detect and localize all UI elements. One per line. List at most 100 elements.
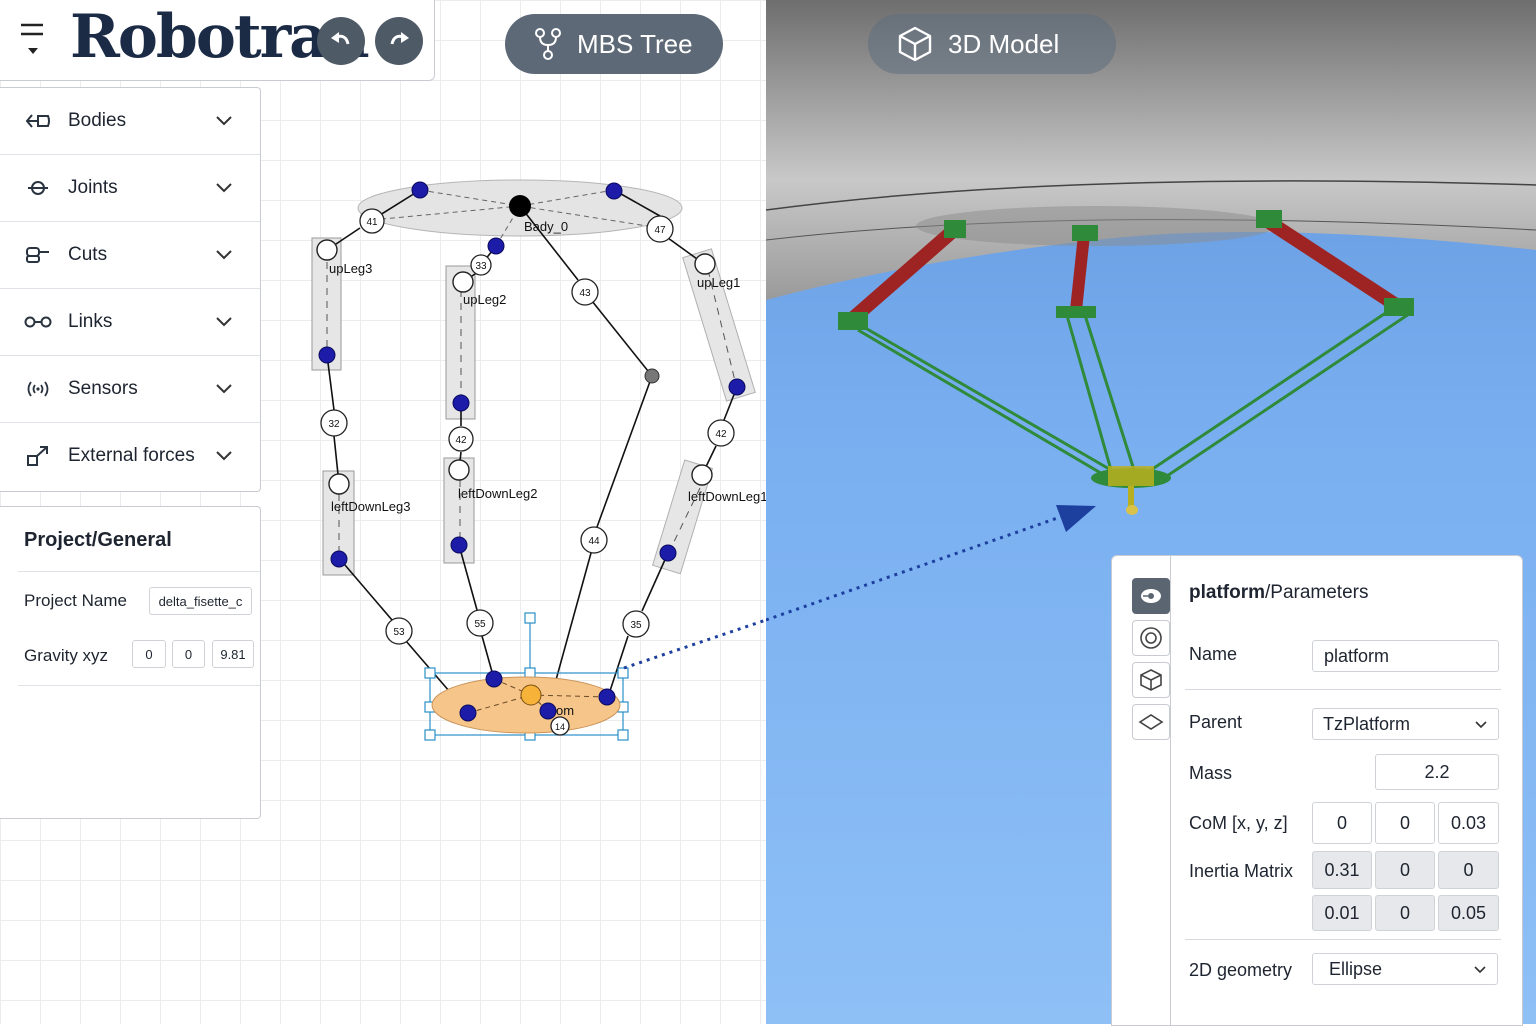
body-label: upLeg1 [697, 275, 740, 290]
gravity-z-input[interactable] [212, 640, 254, 668]
platform-com-node[interactable] [520, 684, 542, 706]
name-label: Name [1189, 644, 1238, 664]
inertia-value: 0 [1399, 859, 1410, 880]
cube-icon [898, 26, 932, 62]
accordion-bodies[interactable]: Bodies [0, 88, 260, 155]
cube-icon [1140, 669, 1162, 691]
parent-select[interactable]: TzPlatform [1312, 708, 1499, 740]
joint-53[interactable] [385, 617, 413, 645]
panel-title: Project/General [24, 529, 172, 551]
project-name-input[interactable] [149, 587, 252, 615]
parent-value: TzPlatform [1323, 713, 1411, 734]
tab-3d-model-label: 3D Model [948, 28, 1060, 59]
body-label: leftDownLeg2 [458, 486, 538, 501]
accordion-label: Bodies [68, 110, 127, 131]
com-z-input[interactable]: 0.03 [1438, 802, 1499, 844]
inertia-yy-input[interactable]: 0.01 [1312, 895, 1372, 931]
inertia-value: 0.31 [1324, 859, 1360, 880]
selection-box[interactable] [424, 612, 629, 741]
joint-view-button[interactable] [1132, 620, 1170, 656]
gravity-x-input[interactable] [132, 640, 166, 668]
joint-label: 41 [366, 217, 378, 228]
com-y-input[interactable]: 0 [1375, 802, 1435, 844]
joint-42b[interactable] [707, 419, 735, 447]
cut-node[interactable] [644, 368, 660, 384]
mass-input[interactable]: 2.2 [1375, 754, 1499, 790]
inertia-value: 0.01 [1324, 902, 1360, 923]
joint-55[interactable] [466, 609, 494, 637]
accordion-sensors[interactable]: Sensors [0, 356, 260, 423]
tree-graph[interactable]: 41 33 43 47 32 42 42 44 53 55 35 14 Bady… [0, 0, 766, 1024]
app-header: Robotran [0, 0, 435, 81]
name-input[interactable]: platform [1312, 640, 1499, 672]
inertia-zz-input[interactable]: 0.05 [1438, 895, 1499, 931]
inertia-yz-input[interactable]: 0 [1375, 895, 1435, 931]
anchor-points[interactable] [318, 181, 746, 722]
accordion-label: Sensors [68, 378, 138, 399]
accordion-external-forces[interactable]: External forces [0, 423, 260, 489]
joint-label: 47 [654, 225, 666, 236]
inertia-xz-input[interactable]: 0 [1438, 851, 1499, 889]
chevron-down-icon [216, 250, 232, 260]
joint-33[interactable] [470, 254, 492, 276]
inertia-value: 0.05 [1450, 902, 1487, 923]
force-icon [24, 442, 52, 470]
joint-35[interactable] [622, 610, 650, 638]
joint-14[interactable] [550, 716, 570, 736]
chevron-down-icon [216, 384, 232, 394]
body-toggle-button[interactable] [1132, 578, 1170, 614]
3d-view-button[interactable] [1132, 662, 1170, 698]
undo-button[interactable] [317, 17, 365, 65]
accordion-label: Links [68, 311, 113, 332]
base-center-node[interactable] [509, 195, 531, 217]
joint-42a[interactable] [448, 426, 474, 452]
body-label: Bady_0 [524, 219, 568, 234]
redo-button[interactable] [375, 17, 423, 65]
accordion-label: External forces [68, 445, 195, 466]
tab-mbs-tree[interactable]: MBS Tree [505, 14, 723, 74]
joint-43[interactable] [571, 278, 599, 306]
accordion-joints[interactable]: Joints [0, 155, 260, 222]
geometry-value: Ellipse [1329, 958, 1383, 979]
menu-icon[interactable] [18, 20, 48, 60]
body-label: upLeg3 [329, 261, 372, 276]
joint-47[interactable] [646, 215, 674, 243]
joint-44[interactable] [580, 526, 608, 554]
joint-icon [24, 174, 52, 202]
hollow-nodes[interactable] [316, 239, 716, 495]
joint-label: 53 [393, 627, 405, 638]
accordion-links[interactable]: Links [0, 289, 260, 356]
joint-label: 42 [455, 435, 467, 446]
gravity-y-input[interactable] [172, 640, 205, 668]
tab-mbs-tree-label: MBS Tree [577, 28, 693, 59]
delta-robot-model[interactable] [766, 0, 1536, 1024]
chevron-down-icon [216, 451, 232, 461]
parent-label: Parent [1189, 712, 1243, 732]
joint-label: 33 [475, 261, 487, 272]
inertia-xx-input[interactable]: 0.31 [1312, 851, 1372, 889]
divider [1185, 689, 1501, 690]
geometry-select[interactable]: Ellipse [1312, 953, 1498, 985]
chevron-down-icon [216, 116, 232, 126]
arrow-head [1056, 505, 1096, 532]
inertia-value: 0 [1463, 859, 1474, 880]
mass-value: 2.2 [1424, 761, 1450, 782]
element-accordion: Bodies Joints Cuts Links Sensors Externa [0, 87, 261, 492]
body-label: om [556, 703, 574, 718]
upleg1-body[interactable] [682, 248, 756, 402]
name-value: platform [1324, 645, 1390, 666]
joint-circle-icon [1140, 627, 1162, 649]
joint-label: 42 [715, 429, 727, 440]
joint-41[interactable] [359, 208, 385, 234]
link-arrow [623, 618, 766, 670]
com-x-input[interactable]: 0 [1312, 802, 1372, 844]
platform-body[interactable] [431, 676, 621, 734]
parameters-title: platform/Parameters [1189, 582, 1368, 604]
joint-32[interactable] [320, 409, 348, 437]
redo-icon [390, 32, 409, 45]
inertia-xy-input[interactable]: 0 [1375, 851, 1435, 889]
tab-3d-model[interactable]: 3D Model [868, 14, 1116, 74]
shape-view-button[interactable] [1132, 704, 1170, 740]
accordion-cuts[interactable]: Cuts [0, 222, 260, 289]
chevron-down-icon [1474, 966, 1486, 974]
